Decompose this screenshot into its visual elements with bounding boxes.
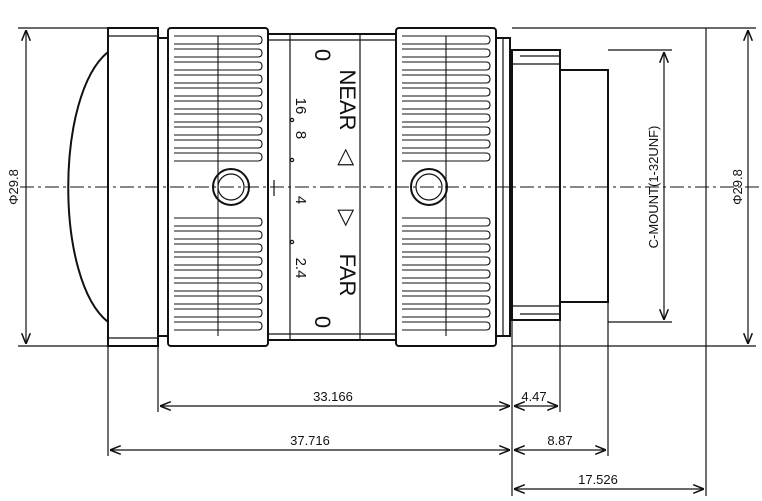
- locking-screw-front: [212, 168, 250, 206]
- aperture-8: 8: [292, 131, 309, 139]
- total-length-label: 37.716: [290, 433, 330, 448]
- rear-length-label: 17.526: [578, 472, 618, 487]
- aperture-16: 16: [292, 98, 309, 115]
- far-mark: 0: [310, 316, 335, 328]
- mount-thread: [559, 69, 609, 303]
- front-lens-dome: [67, 51, 109, 323]
- near-arrow-icon: ◁: [335, 149, 360, 166]
- far-arrow-icon: ▷: [335, 210, 360, 227]
- flange-offset-label: 4.47: [521, 389, 546, 404]
- body-length-label: 33.166: [313, 389, 353, 404]
- mount-label: C-MOUNT(1-32UNF): [646, 126, 661, 249]
- locking-screw-rear: [410, 168, 448, 206]
- aperture-4: 4: [292, 196, 309, 204]
- near-label: NEAR: [335, 69, 360, 130]
- diameter-right-label: Φ29.8: [730, 169, 745, 205]
- mount-depth-label: 8.87: [547, 433, 572, 448]
- near-mark: 0: [310, 49, 335, 61]
- front-knurled-ring: [167, 27, 269, 347]
- aperture-2-4: 2.4: [292, 258, 309, 279]
- far-label: FAR: [335, 254, 360, 297]
- focus-scale: 0 NEAR ◁ ▷ FAR 0 16 8 4 2.4: [273, 49, 360, 328]
- diameter-left-label: Φ29.8: [6, 169, 21, 205]
- mount-flange: [511, 49, 561, 321]
